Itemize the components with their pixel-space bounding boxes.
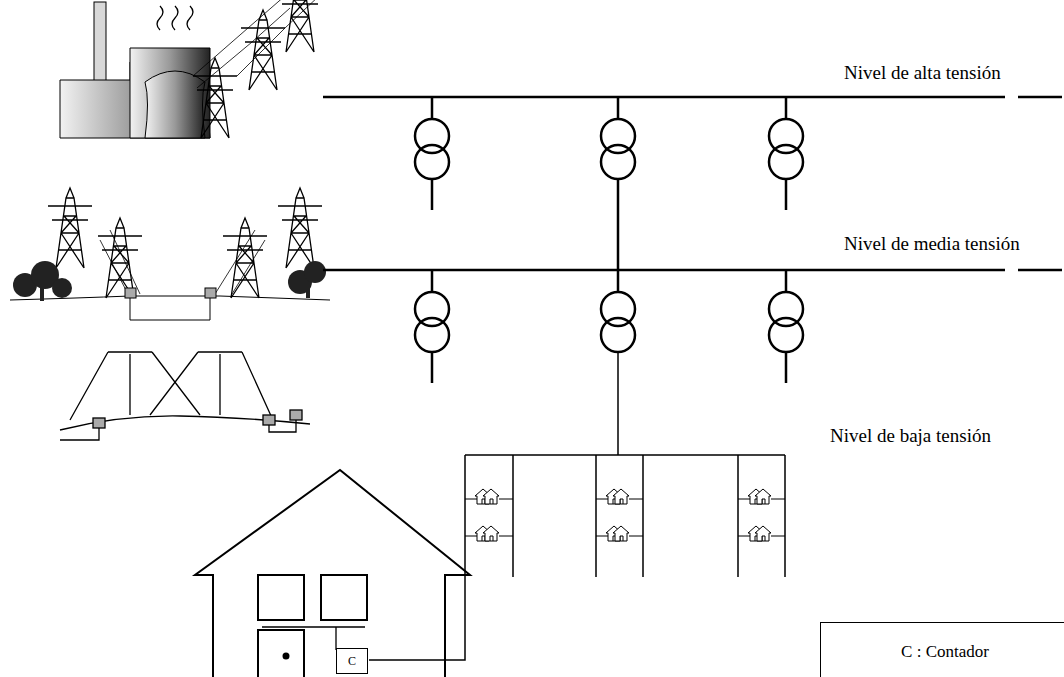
house-tap	[596, 499, 608, 500]
small-house	[613, 526, 629, 541]
distribution-poles	[60, 352, 310, 440]
house-tap	[738, 536, 750, 537]
house-tap	[629, 499, 643, 500]
level-label: Nivel de baja tensión	[828, 425, 993, 447]
house-tap	[596, 536, 608, 537]
house-tap	[738, 499, 750, 500]
house	[195, 470, 470, 677]
small-house	[613, 489, 629, 504]
level-label: Nivel de alta tensión	[842, 62, 1003, 84]
transmission-towers	[10, 188, 330, 320]
house-tap	[465, 536, 477, 537]
house-tap	[771, 499, 785, 500]
meter-box: C	[336, 648, 368, 674]
house-tap	[771, 536, 785, 537]
small-house	[483, 489, 499, 504]
grid-schematic	[323, 97, 1062, 660]
house-tap	[465, 499, 477, 500]
level-label: Nivel de media tensión	[842, 233, 1022, 255]
power-plant	[60, 0, 322, 138]
small-house	[755, 489, 771, 504]
small-house	[755, 526, 771, 541]
small-houses	[465, 489, 785, 541]
node-text: C	[348, 654, 356, 669]
node-text: C : Contador	[901, 642, 989, 662]
house-tap	[629, 536, 643, 537]
house-tap	[499, 536, 513, 537]
legend-box: C : Contador	[820, 622, 1064, 677]
small-house	[483, 526, 499, 541]
house-tap	[499, 499, 513, 500]
